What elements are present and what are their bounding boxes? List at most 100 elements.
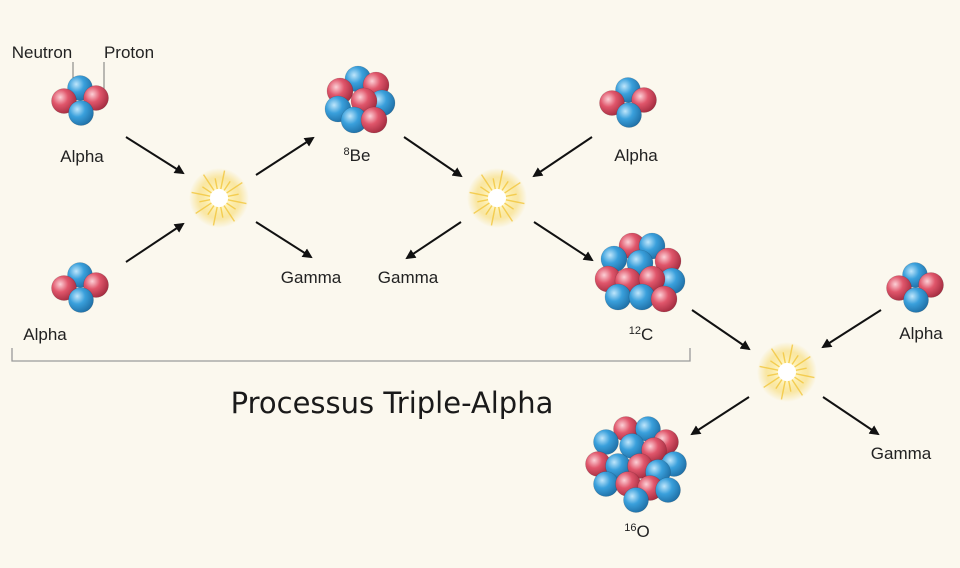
be8-label: 8Be	[344, 146, 371, 165]
flash-ray	[490, 206, 496, 226]
neutron-sphere	[655, 477, 681, 503]
arrow-flash1-to-gamma1	[255, 221, 313, 259]
flash-ray	[227, 199, 247, 205]
flash-ray	[220, 170, 226, 190]
beryllium-8-nucleus	[324, 65, 396, 134]
c12-mass-number: 12	[629, 325, 641, 337]
carbon-12-nucleus	[594, 232, 686, 313]
oxygen-16-nucleus	[585, 416, 687, 513]
flash-core	[778, 363, 796, 381]
arrow-c12-to-flash3	[691, 309, 751, 351]
flash-ray	[791, 379, 804, 396]
flash-ray	[505, 199, 525, 205]
flash-ray	[202, 174, 215, 191]
neutron-sphere	[616, 102, 642, 128]
flash-ray	[767, 373, 779, 377]
flash-ray	[477, 199, 489, 203]
gamma-label-2: Gamma	[378, 268, 439, 287]
flash-ray	[469, 191, 489, 197]
flash-ray	[780, 380, 786, 400]
fusion-flash-1	[189, 168, 249, 228]
arrow-be8-to-flash2	[403, 136, 463, 178]
flash-ray	[795, 373, 815, 379]
flash-ray	[794, 376, 804, 384]
neutron-sphere	[68, 100, 94, 126]
alpha-nucleus-4	[886, 262, 944, 313]
flash-ray	[498, 206, 502, 218]
be8-symbol: Be	[350, 146, 371, 165]
flash-ray	[504, 181, 521, 194]
gamma-label-3: Gamma	[871, 444, 932, 463]
flash-ray	[191, 191, 211, 197]
flash-core	[488, 189, 506, 207]
alpha-label-2: Alpha	[23, 325, 67, 344]
flash-ray	[212, 206, 218, 226]
alpha-label-3: Alpha	[614, 146, 658, 165]
gamma-label-1: Gamma	[281, 268, 342, 287]
flash-ray	[473, 202, 490, 215]
flash-ray	[775, 379, 783, 389]
arrow-flash3-to-o16	[690, 396, 750, 436]
alpha-label-4: Alpha	[899, 324, 943, 343]
flash-ray	[504, 202, 514, 210]
flash-ray	[214, 178, 218, 190]
flash-ray	[223, 181, 231, 191]
flash-ray	[195, 202, 212, 215]
flash-core	[210, 189, 228, 207]
arrow-alpha3-to-flash2	[532, 136, 593, 178]
flash-ray	[782, 352, 786, 364]
c12-symbol: C	[641, 325, 653, 344]
flash-ray	[770, 360, 780, 368]
alpha-nucleus-3	[599, 77, 657, 128]
flash-ray	[220, 206, 224, 218]
diagram-title: Processus Triple-Alpha	[231, 386, 554, 420]
flash-ray	[505, 193, 517, 197]
arrow-flash2-to-c12	[533, 221, 594, 262]
neutron-sphere	[593, 471, 619, 497]
flash-ray	[492, 178, 496, 190]
flash-ray	[791, 355, 799, 365]
o16-mass-number: 16	[624, 522, 636, 534]
flash-ray	[480, 174, 493, 191]
flash-ray	[763, 376, 780, 389]
alpha-nucleus-2	[51, 262, 109, 313]
triple-alpha-bracket	[11, 348, 691, 362]
o16-label: 16O	[624, 522, 649, 541]
neutron-label: Neutron	[12, 43, 72, 62]
flash-ray	[202, 186, 212, 194]
flash-ray	[480, 186, 490, 194]
flash-ray	[227, 193, 239, 197]
flash-ray	[501, 205, 514, 222]
neutron-sphere	[593, 429, 619, 455]
flash-ray	[498, 170, 504, 190]
flash-ray	[226, 181, 243, 194]
neutron-sphere	[68, 287, 94, 313]
flash-ray	[485, 205, 493, 215]
c12-label: 12C	[629, 325, 654, 344]
arrow-flash3-to-gamma3	[822, 396, 880, 436]
neutron-sphere	[623, 487, 649, 513]
flash-ray	[207, 205, 215, 215]
alpha-nucleus-1	[51, 75, 109, 126]
neutron-sphere	[604, 283, 632, 311]
be8-mass-number: 8	[344, 146, 350, 158]
arrow-flash2-to-gamma2	[405, 221, 462, 260]
neutron-sphere	[903, 287, 929, 313]
flash-ray	[226, 202, 236, 210]
flash-ray	[788, 344, 794, 364]
arrow-alpha1-to-flash1	[125, 136, 185, 175]
arrow-alpha4-to-flash3	[821, 309, 882, 349]
alpha-label-1: Alpha	[60, 147, 104, 166]
flash-ray	[770, 348, 783, 365]
fusion-flash-3	[757, 342, 817, 402]
flash-ray	[199, 199, 211, 203]
arrow-alpha2-to-flash1	[125, 222, 185, 263]
proton-sphere	[650, 285, 678, 313]
fusion-flash-2	[467, 168, 527, 228]
flash-ray	[501, 181, 509, 191]
o16-symbol: O	[637, 522, 650, 541]
proton-label: Proton	[104, 43, 154, 62]
flash-ray	[223, 205, 236, 222]
flash-ray	[788, 380, 792, 392]
